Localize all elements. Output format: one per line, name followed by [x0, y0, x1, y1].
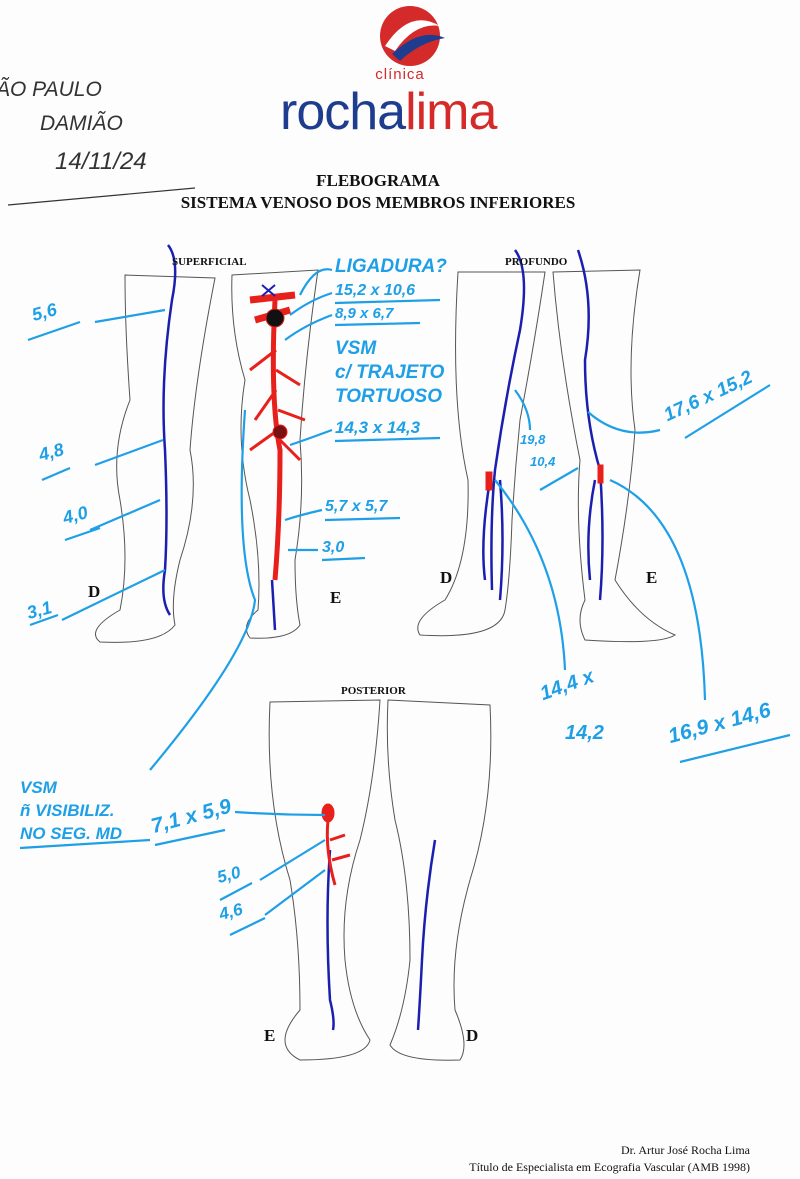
logo-wordmark: rochalima [280, 83, 497, 141]
page-subtitle: SISTEMA VENOSO DOS MEMBROS INFERIORES [180, 193, 576, 212]
leg-outline-posterior-left [268, 699, 381, 1061]
doctor-credential: Título de Especialista em Ecografia Vasc… [469, 1160, 750, 1174]
measurement: 3,0 [322, 539, 345, 556]
measurement: 8,9 x 6,7 [335, 305, 394, 322]
side-label: D [466, 1026, 479, 1045]
note-vsm-line3: NO SEG. MD [20, 824, 123, 843]
side-label: D [88, 582, 101, 601]
ligation-mark-icon [261, 284, 276, 297]
side-label: D [440, 568, 453, 587]
note-vsm-line2: ñ VISIBILIZ. [20, 801, 115, 820]
vein-deep-left [576, 249, 604, 601]
logo-clinica: clínica [375, 66, 425, 83]
measurement: 19,8 [520, 432, 546, 447]
leg-outline-superficial-left [231, 269, 319, 639]
leg-outline-superficial-right [95, 274, 216, 643]
side-label: E [330, 588, 342, 607]
note-ligadura: LIGADURA? [335, 256, 447, 277]
note-tortuoso: TORTUOSO [335, 386, 442, 407]
vein-superficial-left-lower [270, 579, 277, 631]
annotation-underlines [19, 298, 791, 936]
handwritten-patient-name: ÃO PAULO [0, 78, 102, 101]
doctor-name: Dr. Artur José Rocha Lima [621, 1143, 750, 1157]
measurement: 14,2 [565, 722, 604, 744]
veins-blue [162, 244, 604, 1031]
vein-deep-right [490, 249, 526, 591]
note-vsm-line1: VSM [20, 778, 57, 797]
page-title: FLEBOGRAMA [316, 171, 440, 190]
section-posterior: POSTERIOR [341, 685, 406, 697]
measurement: 15,2 x 10,6 [335, 282, 416, 299]
note-trajeto: c/ TRAJETO [335, 362, 445, 383]
logo-rocha: rocha [280, 83, 406, 141]
leg-outline-posterior-right [386, 699, 492, 1061]
section-superficial: SUPERFICIAL [172, 256, 247, 268]
side-label: E [264, 1026, 276, 1045]
handwritten-date: 14/11/24 [55, 148, 147, 175]
annotation-arrows [61, 268, 707, 916]
vein-superficial-right [162, 244, 177, 616]
note-vsm: VSM [335, 338, 377, 359]
section-profundo: PROFUNDO [505, 256, 568, 268]
vein-posterior-left [326, 849, 335, 1031]
leg-outline-deep-right [417, 271, 546, 637]
measurement: 5,7 x 5,7 [325, 498, 388, 515]
vein-posterior-right [416, 839, 437, 1031]
side-label: E [646, 568, 658, 587]
clinic-logo-icon [380, 6, 445, 66]
measurement: 10,4 [530, 454, 556, 469]
handwritten-underline [7, 187, 196, 206]
measurement: 14,3 x 14,3 [335, 418, 421, 437]
handwritten-patient-surname: DAMIÃO [40, 112, 123, 135]
reflux-red [249, 291, 604, 886]
logo-lima: lima [405, 83, 497, 141]
leg-outlines [95, 269, 677, 1061]
leg-outline-deep-left [552, 269, 677, 643]
